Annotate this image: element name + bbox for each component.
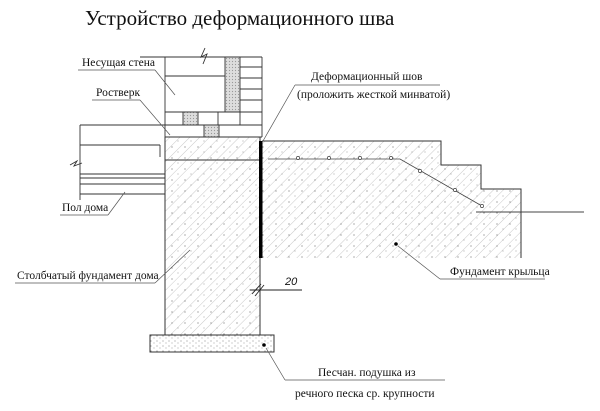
dimension-20: 20 bbox=[250, 276, 302, 297]
diagram-title: Устройство деформационного шва bbox=[85, 6, 395, 30]
label-joint: Деформационный шов bbox=[311, 71, 423, 83]
label-grillage: Ростверк bbox=[96, 87, 140, 99]
label-sand-cushion-note: речного песка ср. крупности bbox=[295, 388, 435, 400]
label-sand-cushion: Песчан. подушка из bbox=[318, 367, 416, 379]
label-floor: Пол дома bbox=[62, 202, 108, 214]
house-foundation bbox=[164, 136, 262, 335]
porch-foundation bbox=[262, 140, 584, 258]
expansion-joint bbox=[259, 141, 263, 258]
label-joint-note: (проложить жесткой минватой) bbox=[297, 89, 450, 101]
sand-cushion bbox=[149, 334, 275, 353]
dimension-value: 20 bbox=[284, 276, 298, 288]
leader-lines bbox=[15, 69, 545, 381]
bearing-wall bbox=[140, 47, 263, 138]
rebar-points bbox=[296, 156, 484, 208]
house-floor bbox=[69, 124, 165, 200]
label-bearing-wall: Несущая стена bbox=[82, 57, 155, 69]
label-porch-foundation: Фундамент крыльца bbox=[450, 266, 550, 278]
label-house-foundation: Столбчатый фундамент дома bbox=[17, 270, 159, 282]
